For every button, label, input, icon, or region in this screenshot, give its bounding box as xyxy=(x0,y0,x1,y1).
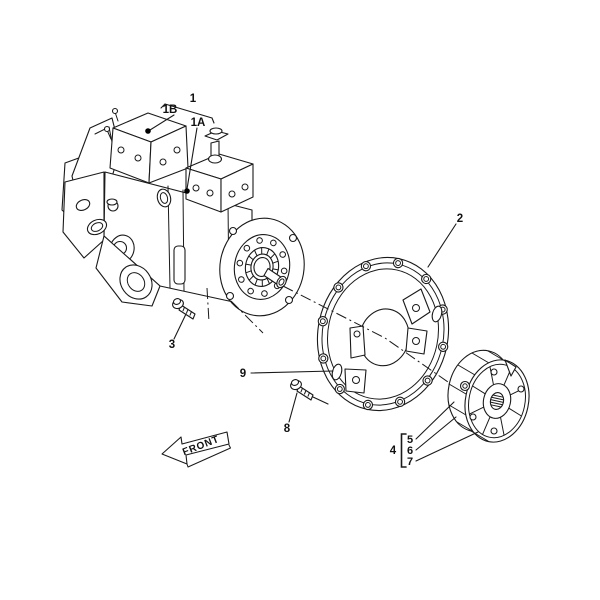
callout-3: 3 xyxy=(169,339,175,351)
mounting-bolt-3 xyxy=(172,298,196,320)
front-arrow: FRONT xyxy=(161,431,231,468)
callout-7-leader xyxy=(415,431,479,462)
plate-pad xyxy=(405,327,428,355)
callout-8-leader xyxy=(288,392,298,423)
callout-6-leader xyxy=(415,416,457,451)
callout-3-leader xyxy=(173,313,187,340)
callout-4: 4 xyxy=(390,445,397,457)
callout-5-leader xyxy=(415,401,455,440)
callout-4-bracket xyxy=(400,433,407,468)
callout-2: 2 xyxy=(457,213,463,225)
callout-1a: 1A xyxy=(191,117,206,129)
callout-1b-leader xyxy=(149,114,175,131)
shaft-centerline xyxy=(282,285,469,397)
regulator-1a xyxy=(185,153,254,213)
callout-8: 8 xyxy=(284,423,291,435)
bolt-8-to-plate-leader xyxy=(312,396,329,405)
callout-9: 9 xyxy=(240,368,246,380)
pump-mounting-flange xyxy=(219,217,305,317)
callout-5: 5 xyxy=(407,434,413,446)
callout-1a-leader xyxy=(186,127,198,190)
regulator-1b xyxy=(103,107,189,184)
coupling-assembly-4 xyxy=(447,349,530,443)
plate-pad xyxy=(402,288,431,325)
plate-pad xyxy=(344,368,367,394)
pump-body-slot xyxy=(173,245,186,285)
callout-1b: 1B xyxy=(163,104,178,116)
callout-7: 7 xyxy=(407,456,413,468)
adapter-plate-2 xyxy=(316,256,450,412)
callout-2-leader xyxy=(427,223,457,268)
mounting-bolt-8 xyxy=(290,379,329,405)
callout-1-bracket xyxy=(160,103,215,124)
bolt-8-axis xyxy=(230,300,264,334)
pump-end-cover xyxy=(62,171,105,259)
callout-6: 6 xyxy=(407,445,413,457)
callout-1b-dot xyxy=(145,128,151,134)
callout-1: 1 xyxy=(190,93,197,105)
coupling-face xyxy=(464,359,530,443)
callout-leaders xyxy=(145,103,479,468)
callout-1a-dot xyxy=(184,188,190,194)
front-arrow-shape xyxy=(161,431,230,465)
bolt-3-axis xyxy=(206,287,210,323)
plate-slot xyxy=(431,305,443,323)
pump-top-plug xyxy=(204,127,229,164)
callout-9-leader xyxy=(250,370,334,374)
pump-assembly xyxy=(61,107,305,317)
